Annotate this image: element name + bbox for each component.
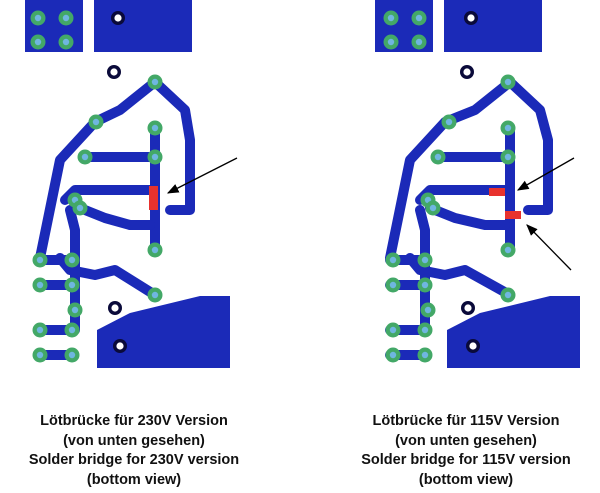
mounting-holes — [107, 11, 127, 353]
pad-hole — [445, 118, 453, 126]
mount-hole-center — [467, 14, 475, 22]
pcb-115v — [375, 0, 580, 368]
pad-hole — [504, 246, 512, 254]
caption-title-de: Lötbrücke für 230V Version — [40, 413, 228, 429]
solder-pads — [383, 10, 516, 363]
caption-title-de: Lötbrücke für 115V Version — [372, 413, 560, 429]
pad-hole — [429, 204, 437, 212]
caption-subtitle-de: (von unten gesehen) — [63, 432, 205, 449]
solder-bridge-230v — [149, 186, 158, 210]
pad-hole — [434, 153, 442, 161]
pad-hole — [68, 256, 76, 264]
copper-traces — [25, 0, 230, 368]
pad-hole — [71, 306, 79, 314]
solder-bridge-115v-2 — [505, 211, 521, 219]
mounting-holes — [460, 11, 480, 353]
pad-hole — [504, 78, 512, 86]
pad-hole — [34, 38, 42, 46]
pad-hole — [68, 281, 76, 289]
pad-hole — [36, 281, 44, 289]
pad-hole — [68, 326, 76, 334]
pad-hole — [421, 256, 429, 264]
mount-hole-center — [111, 304, 119, 312]
pad-hole — [421, 351, 429, 359]
arrow-pointer-1 — [516, 157, 575, 191]
caption-115v: Lötbrücke für 115V Version (von unten ge… — [336, 412, 596, 490]
pad-hole — [421, 281, 429, 289]
caption-title-en: Solder bridge for 230V version — [28, 452, 240, 468]
pad-hole — [389, 256, 397, 264]
pad-hole — [389, 351, 397, 359]
pad-hole — [34, 14, 42, 22]
solder-bridge-115v-1 — [489, 188, 505, 196]
caption-title-en: Solder bridge for 115V version — [361, 452, 571, 468]
caption-subtitle-en: (bottom view) — [418, 471, 514, 488]
mount-hole-center — [463, 68, 471, 76]
caption-subtitle-en: (bottom view) — [86, 471, 182, 488]
pad-hole — [62, 14, 70, 22]
caption-subtitle-de: (von unten gesehen) — [395, 432, 537, 449]
pad-hole — [415, 38, 423, 46]
pcb-230v — [25, 0, 238, 368]
solder-pads — [30, 10, 163, 363]
arrow-pointer-2 — [526, 224, 572, 271]
mount-hole-center — [110, 68, 118, 76]
pad-hole — [151, 124, 159, 132]
copper-traces — [375, 0, 580, 368]
pad-hole — [151, 291, 159, 299]
pad-hole — [504, 124, 512, 132]
pad-hole — [92, 118, 100, 126]
pad-hole — [36, 256, 44, 264]
pad-hole — [415, 14, 423, 22]
caption-230v: Lötbrücke für 230V Version (von unten ge… — [4, 412, 264, 490]
pad-hole — [504, 291, 512, 299]
pad-hole — [36, 351, 44, 359]
mount-hole-center — [469, 342, 477, 350]
pad-hole — [151, 246, 159, 254]
pad-hole — [76, 204, 84, 212]
arrow-pointer — [166, 157, 238, 194]
pad-hole — [389, 326, 397, 334]
pad-hole — [151, 153, 159, 161]
pad-hole — [62, 38, 70, 46]
pad-hole — [81, 153, 89, 161]
mount-hole-center — [464, 304, 472, 312]
pad-hole — [36, 326, 44, 334]
pad-hole — [421, 326, 429, 334]
pad-hole — [151, 78, 159, 86]
pad-hole — [389, 281, 397, 289]
mount-hole-center — [116, 342, 124, 350]
pad-hole — [387, 38, 395, 46]
mount-hole-center — [114, 14, 122, 22]
pad-hole — [504, 153, 512, 161]
pad-hole — [68, 351, 76, 359]
pad-hole — [387, 14, 395, 22]
pad-hole — [424, 306, 432, 314]
